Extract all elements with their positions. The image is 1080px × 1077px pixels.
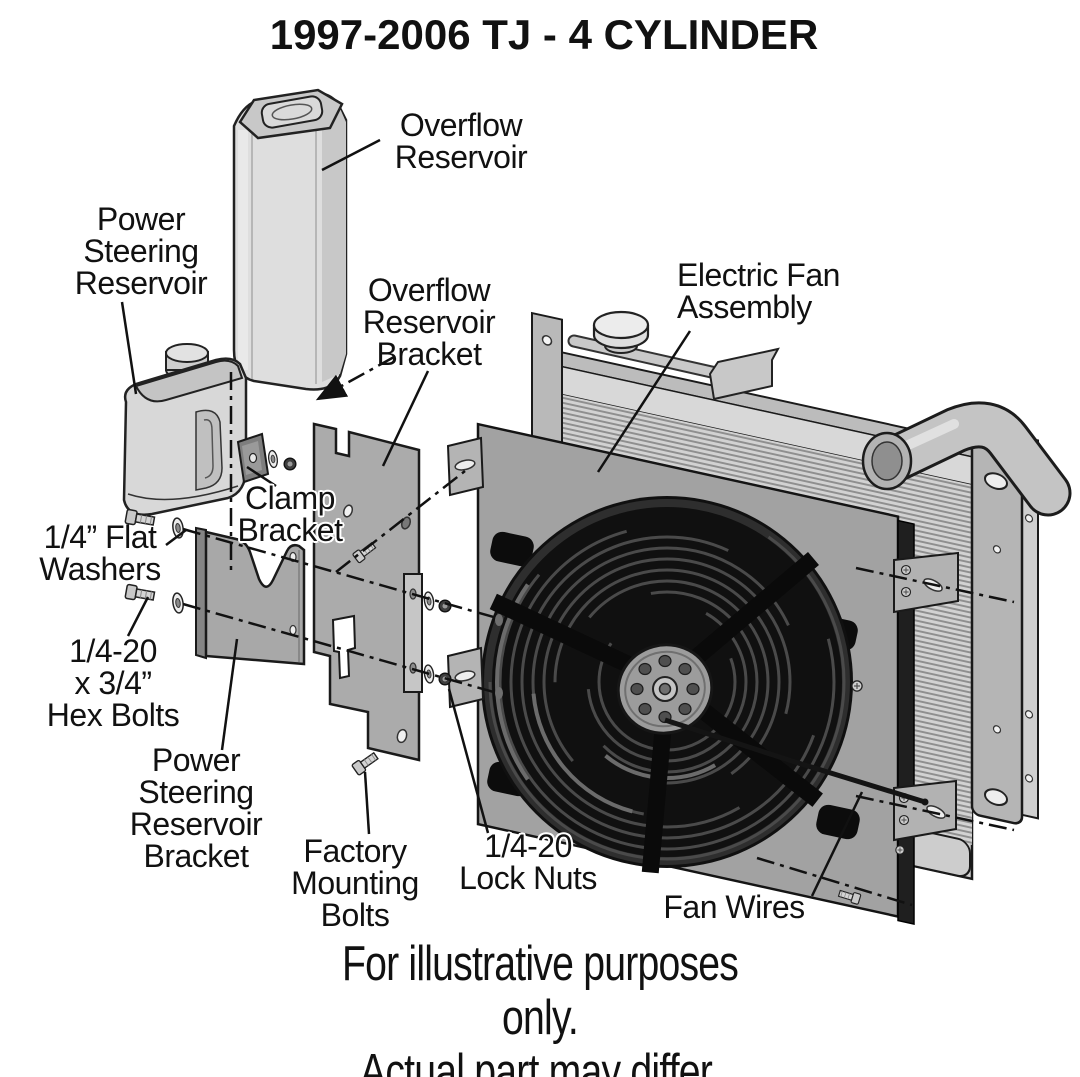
overflow-reservoir-bracket-art — [312, 422, 423, 762]
label-fan-wires: Fan Wires — [663, 889, 805, 925]
label-flat-washers: 1/4” Flat Washers — [39, 519, 161, 587]
leader-lines — [120, 138, 864, 897]
label-power-steering-reservoir-bracket: Power Steering Reservoir Bracket — [129, 742, 263, 874]
label-power-steering-reservoir: Power Steering Reservoir — [74, 201, 208, 301]
electric-fan-art — [481, 496, 860, 874]
label-clamp-bracket: Clamp Bracket — [237, 480, 343, 548]
radiator-hose-art — [861, 401, 1072, 517]
shroud-mount-tabs-art — [446, 436, 485, 709]
label-electric-fan-assembly: Electric Fan Assembly — [677, 257, 840, 325]
power-steering-reservoir-art — [122, 343, 248, 516]
diagram-title: 1997-2006 TJ - 4 CYLINDER — [269, 11, 819, 58]
overflow-reservoir-art — [232, 88, 348, 391]
fan-wires-art — [664, 717, 929, 806]
fan-hub-art — [616, 643, 714, 735]
power-steering-bracket-art — [195, 526, 306, 666]
label-overflow-reservoir: Overflow Reservoir — [394, 107, 528, 175]
label-hex-bolts: 1/4-20 x 3/4” Hex Bolts — [46, 633, 180, 733]
clamp-bracket-art — [236, 432, 270, 484]
disclaimer-text: For illustrative purposes only. Actual p… — [341, 937, 739, 1077]
label-lock-nuts: 1/4-20 Lock Nuts — [459, 828, 597, 896]
label-factory-mounting-bolts: Factory Mounting Bolts — [291, 833, 419, 933]
radiator-cap-icon — [592, 310, 650, 354]
alignment-lines — [182, 355, 1015, 907]
radiator-top-details-art — [567, 310, 1072, 517]
label-overflow-reservoir-bracket: Overflow Reservoir Bracket — [362, 272, 496, 372]
